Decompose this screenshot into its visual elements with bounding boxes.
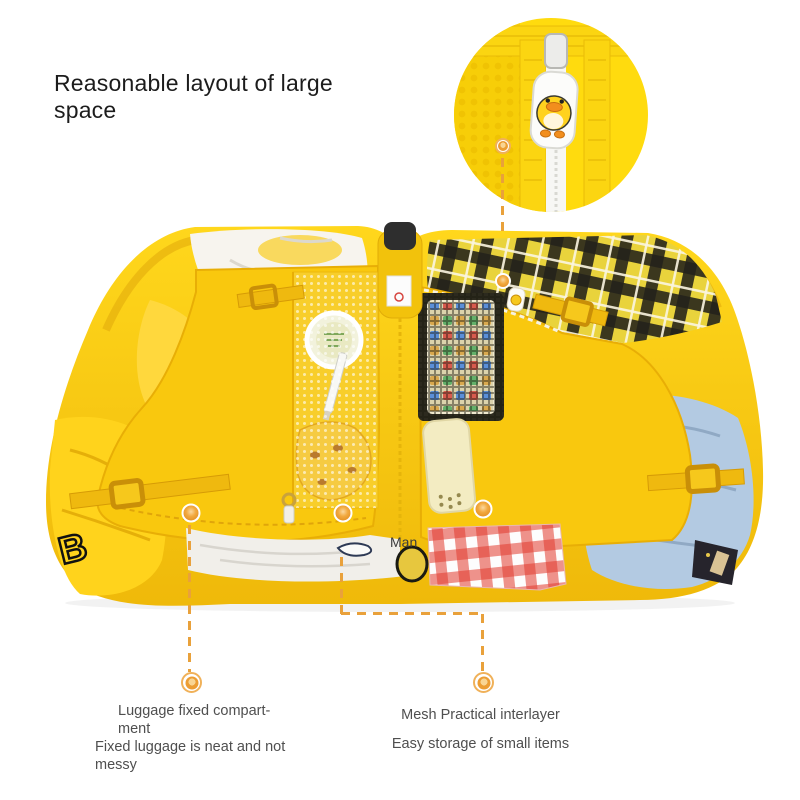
callout-left-desc-line2: messy	[95, 757, 137, 773]
callout-right-caption: Mesh Practical interlayer Easy storage o…	[378, 706, 583, 753]
inset-duck-zipper-pull	[529, 70, 579, 150]
white-label-tag	[386, 275, 412, 307]
right-bottom-snap-button	[473, 499, 493, 519]
phone-case	[422, 418, 477, 514]
inset-zipper-slider	[544, 33, 568, 69]
inset-vertical-strap-right	[583, 39, 611, 212]
callout-line-inset	[501, 158, 504, 232]
callout-left-title-line1: Luggage fixed compart-	[118, 703, 271, 719]
callout-right-title: Mesh Practical interlayer	[401, 707, 560, 723]
mesh-window	[418, 293, 504, 421]
photo-tag-label: Man	[390, 534, 418, 550]
right-top-snap-button	[495, 273, 511, 289]
right-bottom-strap-buckle	[647, 463, 745, 495]
callout-left-caption: Luggage fixed compart- ment Fixed luggag…	[95, 702, 325, 774]
duck-zipper-charm	[506, 287, 526, 312]
left-snap-button	[181, 503, 201, 523]
folded-white-clothes	[186, 528, 405, 582]
center-spine	[377, 222, 429, 583]
inset-detail-circle	[454, 18, 648, 212]
callout-left-title-line2: ment	[118, 721, 151, 737]
callout-dot-left	[181, 672, 202, 693]
right-top-strap-buckle	[532, 293, 609, 327]
left-mesh-pocket	[292, 271, 379, 509]
callout-dot-right	[473, 672, 494, 693]
suitcase-left-half: B	[46, 226, 405, 606]
callout-right-desc: Easy storage of small items	[391, 736, 570, 752]
left-top-strap-buckle	[236, 283, 305, 311]
left-shell-rim	[102, 236, 196, 332]
suitcase-right-half	[400, 230, 764, 604]
callout-dot-inset	[495, 138, 511, 154]
plaid-clothes	[426, 235, 722, 343]
callout-left-desc-line1: Fixed luggage is neat and not	[95, 739, 286, 755]
left-bottom-strap-buckle	[69, 473, 231, 510]
sneaker-print	[336, 542, 373, 557]
callout-line-right-seg1	[340, 557, 343, 614]
headline: Reasonable layout of large space	[54, 70, 333, 124]
callout-line-right-seg2	[341, 612, 483, 615]
round-charm-tag	[395, 545, 429, 583]
carry-handle	[384, 222, 416, 250]
callout-line-left	[188, 525, 191, 672]
callout-line-right-seg3	[481, 614, 484, 672]
center-snap-button	[333, 503, 353, 523]
red-gingham-clothes	[427, 523, 567, 591]
left-zipper-pull	[281, 492, 297, 524]
